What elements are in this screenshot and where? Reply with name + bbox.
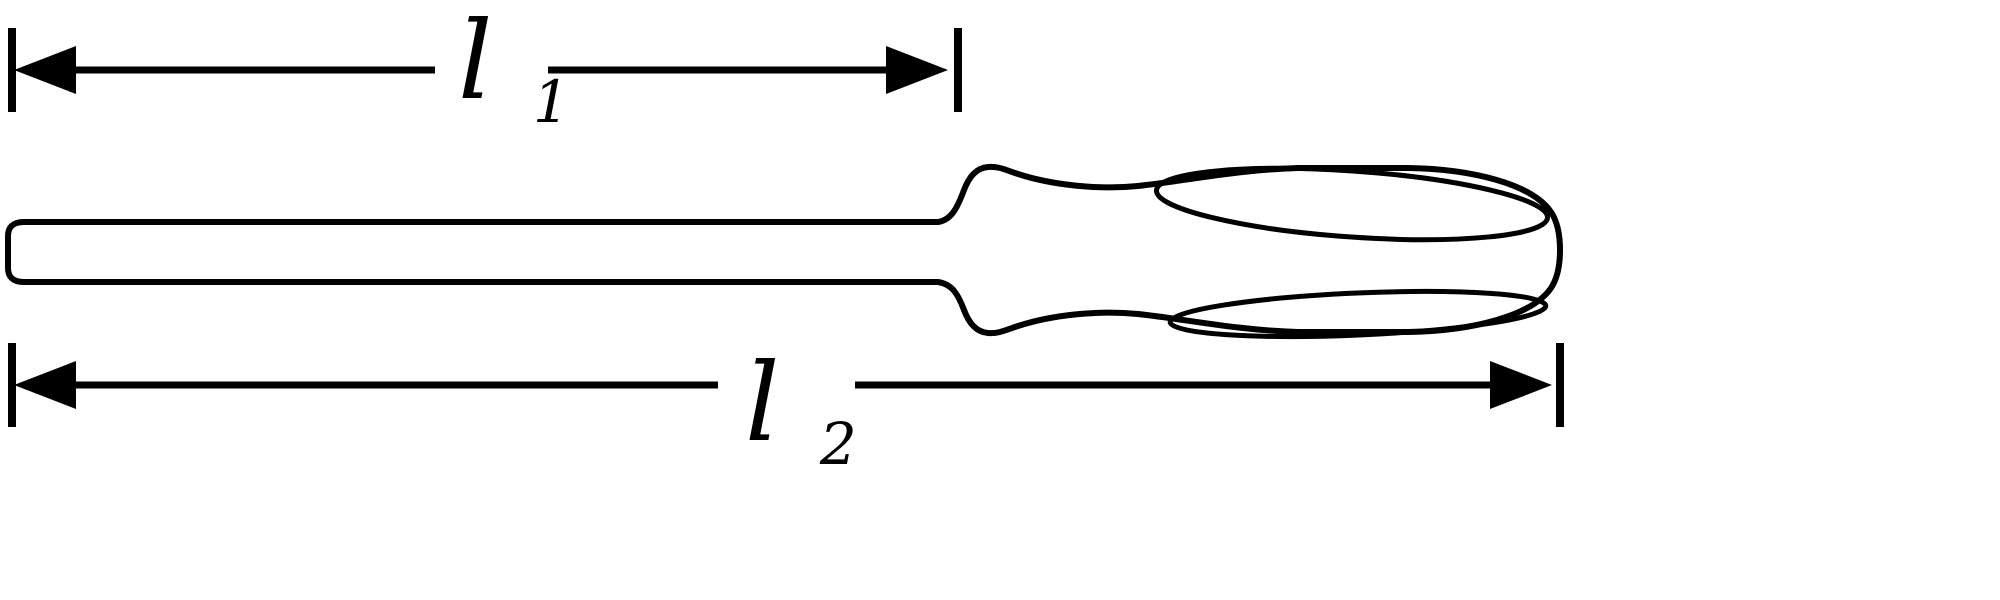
dim-l2-right-arrowhead <box>1490 361 1552 409</box>
dimension-l2: l 2 <box>8 341 1564 478</box>
dim-l2-label: l 2 <box>745 341 857 478</box>
dim-l2-label-subscript: 2 <box>819 410 857 478</box>
screwdriver-outline <box>5 163 1563 337</box>
dimension-l1: l 1 <box>8 0 962 136</box>
dim-l1-right-arrowhead <box>886 46 948 94</box>
dim-l2-label-letter: l <box>745 341 780 466</box>
dim-l1-left-arrowhead <box>14 46 76 94</box>
handle-grip-flute-top <box>1153 165 1551 243</box>
dim-l1-label-subscript: 1 <box>533 68 570 136</box>
dim-l2-left-arrowhead <box>14 361 76 409</box>
dim-l1-label-letter: l <box>458 0 493 124</box>
dim-l1-label: l 1 <box>458 0 570 136</box>
handle-grip-flute-bottom <box>1167 288 1549 340</box>
